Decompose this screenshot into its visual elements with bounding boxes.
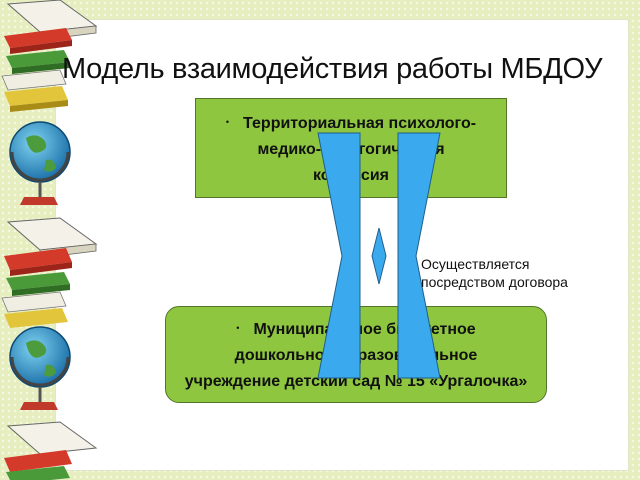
bottom-box-line-3: учреждение детский сад № 15 «Ургалочка» (184, 373, 528, 390)
note-line-2: посредством договора (421, 274, 568, 290)
bullet-icon: • (236, 323, 240, 333)
top-box-line-1: Территориальная психолого- (243, 115, 477, 132)
globe-icon (9, 326, 71, 410)
slide-title: Модель взаимодействия работы МБДОУ ТПМПК (62, 53, 607, 85)
bottom-organization-box: • Муниципальное бюджетное дошкольное обра… (165, 306, 547, 403)
bullet-icon: • (225, 117, 230, 127)
interaction-note: Осуществляется посредством договора (421, 255, 621, 291)
top-organization-box: • Территориальная психолого- медико-педаг… (195, 98, 507, 198)
books-icon (1, 0, 98, 112)
books-icon (4, 421, 98, 480)
left-decoration (1, 0, 98, 480)
note-line-1: Осуществляется (421, 256, 530, 272)
bottom-box-line-2: дошкольное образовательное (234, 347, 478, 364)
bottom-box-line-1: Муниципальное бюджетное (253, 321, 476, 338)
books-icon (1, 217, 98, 328)
globe-icon (9, 121, 71, 205)
top-box-line-3: комиссия (313, 167, 389, 184)
top-box-line-2: медико-педагогическая (257, 141, 445, 158)
